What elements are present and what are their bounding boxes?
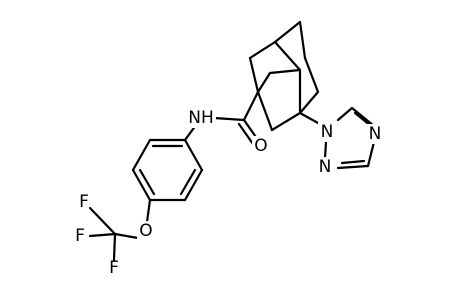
fluorine-label-bottom: F bbox=[109, 258, 119, 278]
bond bbox=[248, 40, 277, 60]
bond bbox=[183, 168, 204, 202]
amide-nitrogen-label: NH bbox=[188, 108, 214, 128]
adamantane-cage bbox=[248, 20, 320, 132]
bond bbox=[88, 232, 117, 238]
bond bbox=[212, 116, 246, 122]
bond bbox=[268, 68, 302, 75]
bond bbox=[298, 90, 320, 115]
aromatic-inner-bond bbox=[179, 168, 197, 196]
triazole-n4-label: N bbox=[369, 124, 382, 144]
bond bbox=[248, 56, 260, 94]
ether-oxygen-label: O bbox=[139, 221, 152, 241]
bond bbox=[366, 140, 376, 168]
bond bbox=[303, 56, 320, 94]
bond bbox=[350, 106, 376, 128]
bond bbox=[183, 138, 204, 172]
double-bond bbox=[237, 122, 255, 146]
bond bbox=[270, 111, 302, 132]
bond bbox=[113, 232, 140, 240]
bond bbox=[323, 140, 328, 160]
bond bbox=[256, 90, 274, 132]
double-bond bbox=[340, 159, 366, 165]
bond bbox=[242, 90, 260, 122]
bond bbox=[273, 40, 302, 72]
bond bbox=[131, 138, 152, 172]
bond bbox=[88, 206, 117, 236]
bond bbox=[336, 106, 354, 122]
trifluoromethoxy-group bbox=[88, 198, 152, 262]
fluorine-label-left: F bbox=[75, 226, 85, 246]
carbonyl-oxygen-label: O bbox=[254, 136, 267, 156]
bond bbox=[256, 71, 272, 94]
aromatic-inner-bond bbox=[138, 168, 156, 196]
bond bbox=[273, 20, 302, 44]
fluorine-label-top: F bbox=[79, 192, 89, 212]
bond bbox=[298, 111, 320, 125]
double-bond bbox=[353, 111, 373, 128]
bond bbox=[145, 198, 152, 224]
bond bbox=[298, 20, 307, 60]
triazole-ring bbox=[298, 106, 376, 170]
triazole-n1-label: N bbox=[321, 122, 334, 142]
phenyl-ring bbox=[131, 138, 204, 202]
triazole-n2-label: N bbox=[319, 157, 332, 177]
bond bbox=[131, 168, 152, 202]
bond bbox=[336, 164, 370, 170]
bond bbox=[112, 232, 117, 262]
atom-labels: NH O O F F F N N N bbox=[75, 108, 384, 278]
